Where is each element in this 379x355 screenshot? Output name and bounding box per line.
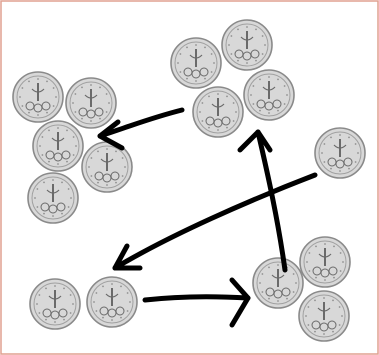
coin-icon <box>299 291 349 341</box>
coin-icon <box>33 121 83 171</box>
coin-icon <box>30 279 80 329</box>
coin-icon <box>193 87 243 137</box>
arrow <box>145 280 248 325</box>
coin-icon <box>253 258 303 308</box>
coin-icon <box>222 20 272 70</box>
coin-icon <box>244 70 294 120</box>
coin-icon <box>171 38 221 88</box>
coin-icon <box>66 78 116 128</box>
coin-icon <box>28 173 78 223</box>
coins-group <box>13 20 365 341</box>
coin-icon <box>315 128 365 178</box>
coin-icon <box>300 237 350 287</box>
coin-icon <box>87 277 137 327</box>
coin-icon <box>13 72 63 122</box>
coin-icon <box>82 142 132 192</box>
